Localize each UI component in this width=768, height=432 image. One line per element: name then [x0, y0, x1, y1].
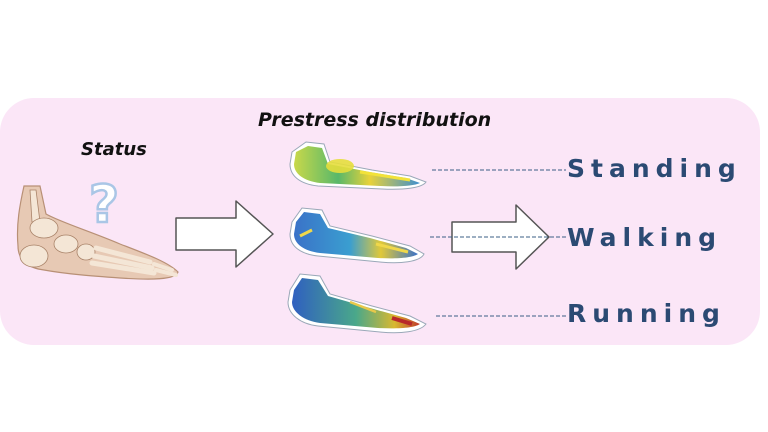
state-label-running: Running [567, 299, 726, 328]
foot-running-map [288, 274, 426, 333]
foot-walking-map [290, 208, 424, 263]
state-label-walking: Walking [567, 223, 722, 252]
foot-standing-map [290, 142, 426, 189]
state-label-standing: Standing [567, 154, 742, 183]
status-label: Status [81, 139, 147, 160]
right-arrow-icon [176, 201, 273, 267]
question-mark-icon: ? [89, 175, 119, 235]
diagram-title: Prestress distribution [258, 109, 491, 131]
